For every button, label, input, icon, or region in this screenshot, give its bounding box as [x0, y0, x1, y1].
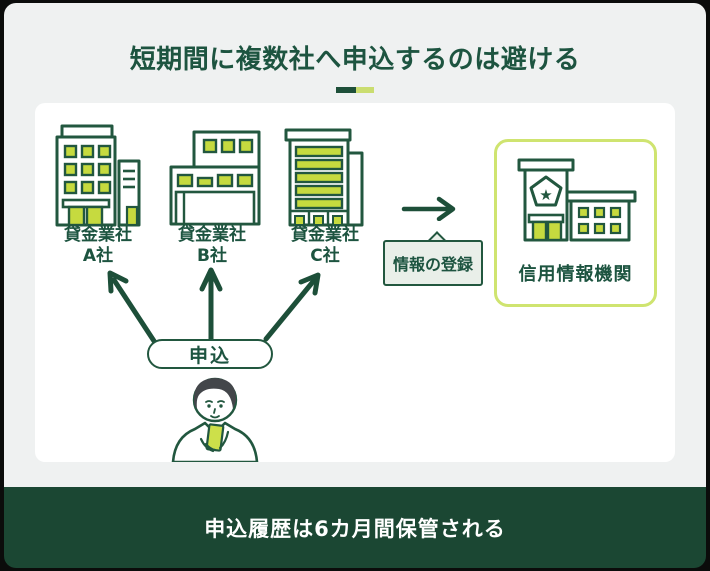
person-with-phone-icon: [171, 377, 259, 462]
page-title: 短期間に複数社へ申込するのは避ける: [129, 45, 581, 75]
title-divider: [4, 87, 706, 93]
registration-label: 情報の登録: [392, 255, 473, 274]
divider-lime-segment: [356, 87, 374, 93]
company-b-suffix: B社: [197, 246, 227, 266]
credit-agency-building-icon: ★: [517, 158, 637, 242]
company-a-building-icon: [55, 124, 141, 227]
application-arrows-icon: [107, 267, 321, 344]
credit-agency-label: 信用情報機関: [518, 264, 633, 285]
credit-agency-box: ★ 信用情報機関: [494, 139, 657, 307]
company-c-suffix: C社: [310, 246, 340, 266]
company-a-suffix: A社: [82, 246, 114, 266]
footer-text: 申込履歴は6カ月間保管される: [204, 516, 506, 541]
upper-section: 短期間に複数社へ申込するのは避ける: [4, 3, 706, 487]
company-b-building-icon: [169, 130, 261, 226]
company-b-label: 貸金業社 B社: [157, 225, 267, 267]
footer-banner: 申込履歴は6カ月間保管される: [4, 487, 706, 568]
diagram-canvas: 貸金業社 A社 貸金業社 B社: [35, 103, 675, 462]
application-pill: 申込: [147, 339, 273, 369]
svg-text:★: ★: [539, 186, 552, 204]
divider-dark-segment: [336, 87, 356, 93]
register-arrow-icon: [401, 196, 456, 221]
infographic-card: 短期間に複数社へ申込するのは避ける: [4, 3, 706, 568]
company-b-name: 貸金業社: [178, 225, 246, 245]
company-c-label: 貸金業社 C社: [270, 225, 380, 267]
company-c-building-icon: [284, 128, 364, 227]
registration-callout: 情報の登録: [383, 240, 483, 286]
application-label: 申込: [188, 344, 231, 367]
company-c-name: 貸金業社: [291, 225, 359, 245]
company-a-name: 貸金業社: [64, 225, 132, 245]
company-a-label: 貸金業社 A社: [43, 225, 153, 267]
